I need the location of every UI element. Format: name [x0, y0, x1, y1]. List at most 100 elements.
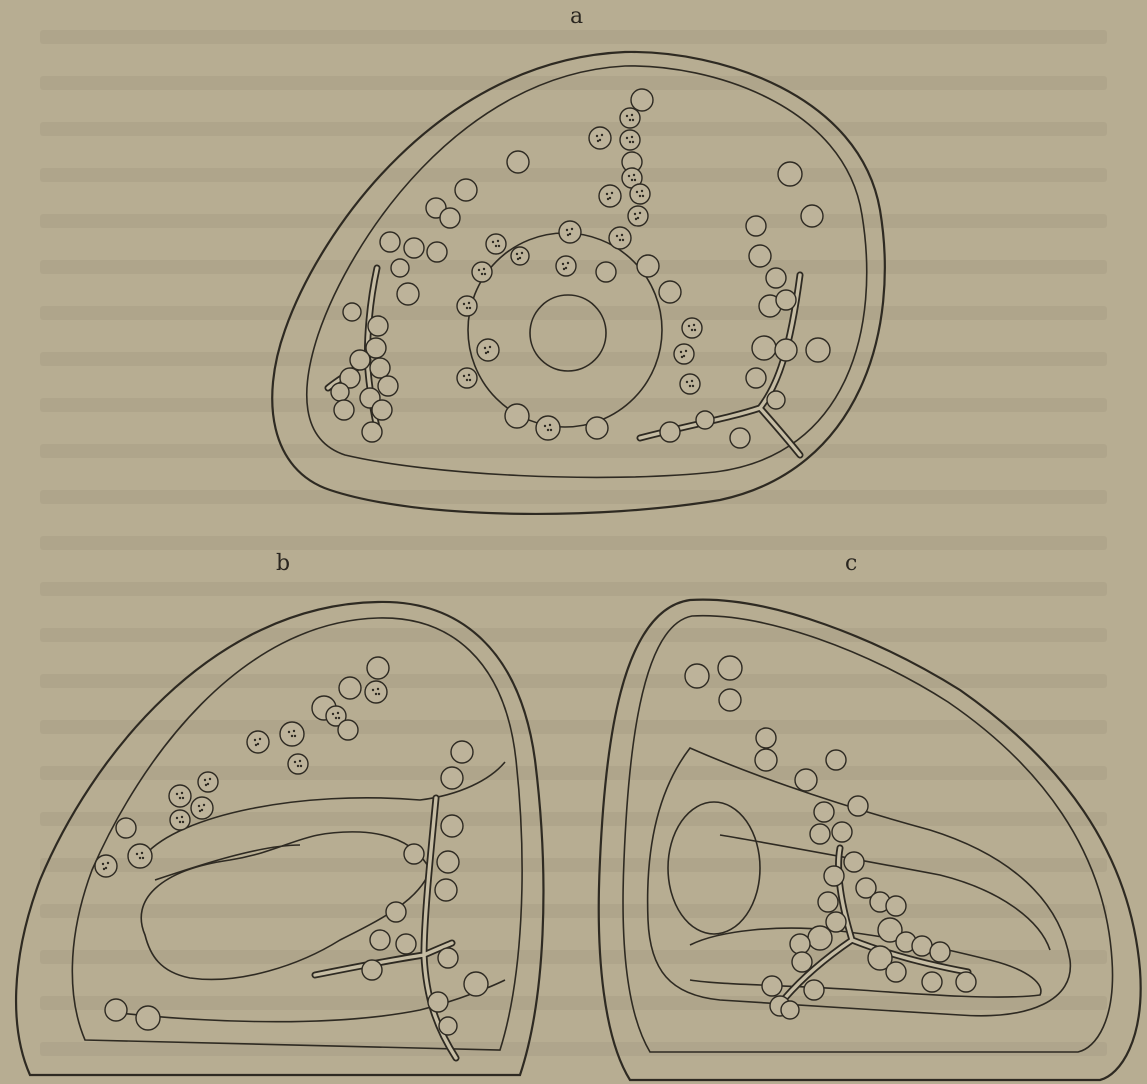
cell-granule: [563, 268, 565, 270]
panel-b-cavity: [141, 832, 430, 980]
cell-granule: [176, 817, 178, 819]
cell: [810, 824, 830, 844]
cell-granule: [466, 307, 468, 309]
cell: [404, 238, 424, 258]
cell-granule: [611, 192, 613, 194]
cell-granule: [375, 693, 377, 695]
cell-granule: [182, 821, 184, 823]
cell-granule: [622, 239, 624, 241]
cell: [435, 879, 457, 901]
cell: [659, 281, 681, 303]
cell-granule: [142, 857, 144, 859]
cell: [766, 268, 786, 288]
cell-granule: [633, 174, 635, 176]
cell: [792, 952, 812, 972]
cell-granule: [571, 228, 573, 230]
cell: [380, 232, 400, 252]
cell-granule: [255, 744, 257, 746]
cell-granule: [631, 114, 633, 116]
cell: [781, 1001, 799, 1019]
cell-granule: [597, 140, 599, 142]
panel-b-spicule: [315, 798, 456, 1058]
cell-granule: [107, 862, 109, 864]
cell-granule: [631, 136, 633, 138]
cell-granule: [691, 329, 693, 331]
cell: [660, 422, 680, 442]
cell-granule: [626, 115, 628, 117]
cell: [826, 750, 846, 770]
cell-granule: [198, 805, 200, 807]
cell: [428, 992, 448, 1012]
cell: [631, 89, 653, 111]
cell: [609, 227, 631, 249]
cell-granule: [636, 191, 638, 193]
cell: [370, 358, 390, 378]
cell-granule: [139, 857, 141, 859]
cell-granule: [641, 190, 643, 192]
cell: [762, 976, 782, 996]
cell: [105, 999, 127, 1021]
cell: [586, 417, 608, 439]
cell: [886, 962, 906, 982]
cell-granule: [489, 346, 491, 348]
cell-granule: [254, 739, 256, 741]
cell-granule: [300, 765, 302, 767]
cell: [169, 785, 191, 807]
cell: [338, 720, 358, 740]
cell: [427, 242, 447, 262]
cell: [391, 259, 409, 277]
cell-granule: [567, 234, 569, 236]
cell-granule: [606, 193, 608, 195]
cell: [755, 749, 777, 771]
panel-a-central-canal: [530, 295, 606, 371]
cell: [886, 896, 906, 916]
cell: [280, 722, 304, 746]
cell: [685, 664, 709, 688]
cell-granule: [596, 135, 598, 137]
cell-granule: [619, 239, 621, 241]
cell-granule: [681, 356, 683, 358]
cell: [486, 234, 506, 254]
cell-granule: [492, 241, 494, 243]
cell: [362, 422, 382, 442]
cell-granule: [469, 307, 471, 309]
cell-granule: [335, 717, 337, 719]
cell-granule: [485, 352, 487, 354]
cell-granule: [621, 234, 623, 236]
cell-granule: [463, 303, 465, 305]
cell: [198, 772, 218, 792]
cell-granule: [607, 198, 609, 200]
cell: [334, 400, 354, 420]
cell: [848, 796, 868, 816]
cell: [824, 866, 844, 886]
cell-granule: [297, 765, 299, 767]
cell: [804, 980, 824, 1000]
panel-c-nucleus: [668, 802, 760, 934]
cell: [826, 912, 846, 932]
cell-granule: [635, 218, 637, 220]
cell-granule: [639, 195, 641, 197]
cell-granule: [478, 269, 480, 271]
cell-granule: [484, 273, 486, 275]
cell: [116, 818, 136, 838]
cell: [630, 184, 650, 204]
cell-granule: [176, 793, 178, 795]
cell-granule: [694, 329, 696, 331]
cell-granule: [294, 761, 296, 763]
cell-granule: [179, 797, 181, 799]
cell: [191, 797, 213, 819]
cell-granule: [498, 245, 500, 247]
cell: [801, 205, 823, 227]
cell: [832, 822, 852, 842]
cell-granule: [516, 253, 518, 255]
cell-granule: [601, 134, 603, 136]
cell-granule: [629, 119, 631, 121]
cell: [397, 283, 419, 305]
cell-granule: [550, 429, 552, 431]
panel-a-section: [272, 52, 885, 514]
cell: [511, 247, 529, 265]
cell: [477, 339, 499, 361]
cell: [814, 802, 834, 822]
cell-granule: [631, 179, 633, 181]
